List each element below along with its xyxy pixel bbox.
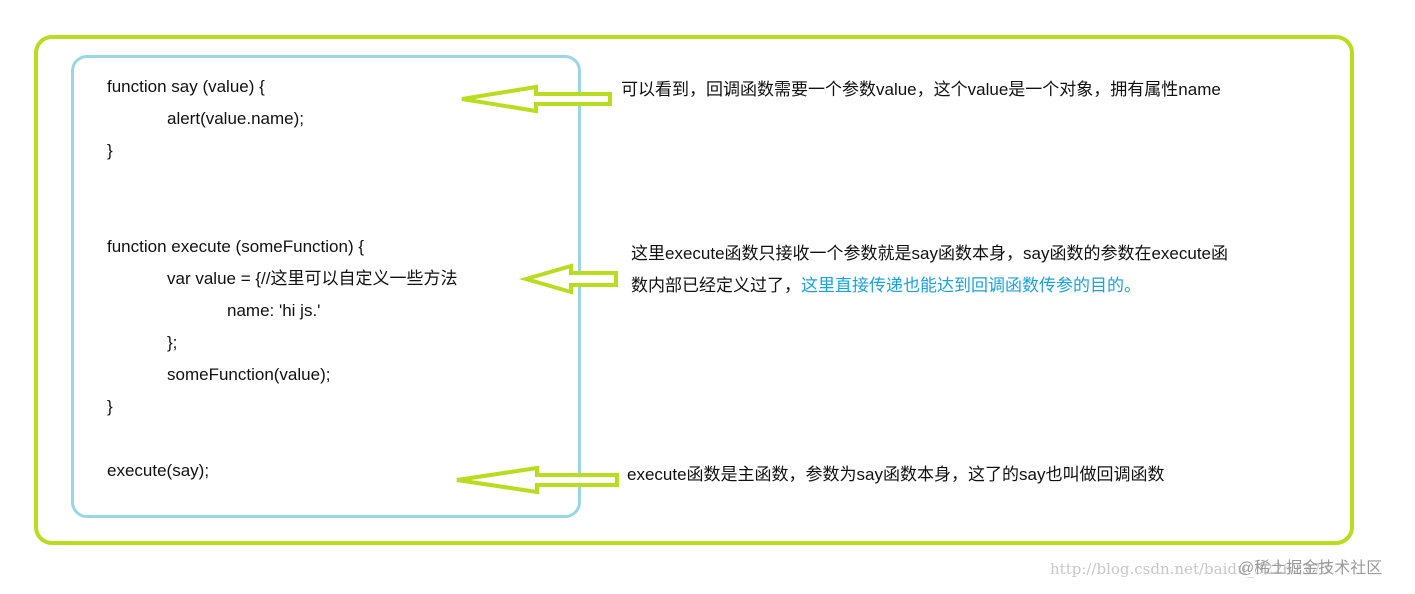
note-execute-param: 这里execute函数只接收一个参数就是say函数本身，say函数的参数在exe… xyxy=(631,238,1281,302)
left-arrow-icon xyxy=(456,465,619,495)
code-line-6: name: 'hi js.' xyxy=(227,301,321,320)
left-arrow-icon xyxy=(461,84,612,114)
code-line-7: }; xyxy=(167,333,178,352)
note-execute-highlight: 这里直接传递也能达到回调函数传参的目的。 xyxy=(801,276,1141,295)
note-say-callback: 可以看到，回调函数需要一个参数value，这个value是一个对象，拥有属性na… xyxy=(621,80,1221,99)
note-execute-line2: 数内部已经定义过了，这里直接传递也能达到回调函数传参的目的。 xyxy=(631,270,1281,302)
note-execute-call: execute函数是主函数，参数为say函数本身，这了的say也叫做回调函数 xyxy=(627,465,1165,484)
code-line-8: someFunction(value); xyxy=(167,365,331,384)
code-line-1: function say (value) { xyxy=(107,77,265,96)
watermark-url: http://blog.csdn.net/baidu_32262373 xyxy=(1050,560,1331,578)
code-line-10: execute(say); xyxy=(107,461,210,480)
left-arrow-icon xyxy=(518,263,618,295)
code-line-5: var value = {//这里可以自定义一些方法 xyxy=(167,269,458,288)
note-execute-text: 数内部已经定义过了， xyxy=(631,276,801,295)
code-line-2: alert(value.name); xyxy=(167,109,305,128)
code-line-3: } xyxy=(107,141,113,160)
outer-frame xyxy=(34,35,1354,545)
code-line-9: } xyxy=(107,397,113,416)
note-execute-line1: 这里execute函数只接收一个参数就是say函数本身，say函数的参数在exe… xyxy=(631,244,1228,263)
brand-label: @稀土掘金技术社区 xyxy=(1238,560,1383,577)
code-line-4: function execute (someFunction) { xyxy=(107,237,365,256)
